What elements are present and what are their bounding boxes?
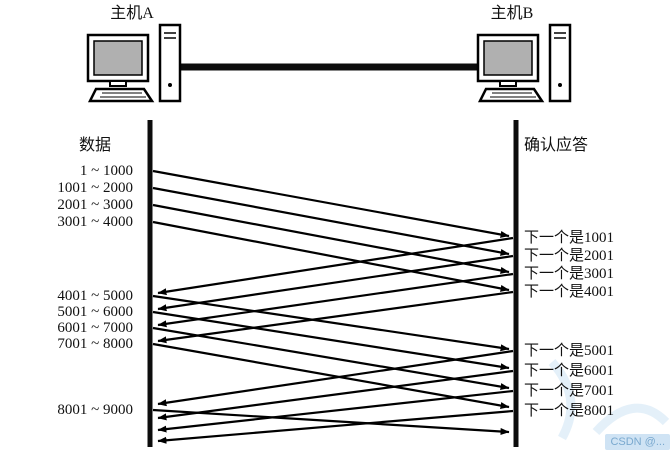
ack-arrow — [157, 272, 514, 328]
ack-arrow — [157, 290, 514, 344]
ack-arrow — [157, 389, 514, 433]
segment-label-5: 4001 ~ 5000 — [57, 288, 133, 304]
data-segment-arrow — [152, 342, 510, 409]
data-segment-arrow — [152, 408, 510, 435]
segment-label-4: 3001 ~ 4000 — [57, 214, 133, 230]
ack-arrow — [157, 369, 514, 421]
data-segment-arrow — [152, 294, 510, 352]
data-segment-arrow — [152, 326, 510, 391]
ack-label-6: 下一个是6001 — [524, 363, 615, 379]
ack-label-8: 下一个是8001 — [524, 403, 615, 419]
segment-label-7: 6001 ~ 7000 — [57, 320, 133, 336]
ack-arrow — [157, 254, 514, 312]
host-b-label: 主机B — [490, 5, 534, 22]
ack-label-3: 下一个是3001 — [524, 266, 615, 282]
data-segment-arrow — [152, 169, 510, 238]
segment-label-8: 7001 ~ 8000 — [57, 336, 133, 352]
segment-label-2: 1001 ~ 2000 — [57, 180, 133, 196]
data-segment-arrow — [152, 203, 510, 274]
host-b-computer-icon — [476, 23, 572, 103]
host-a-computer-icon — [86, 23, 182, 103]
data-segment-arrow — [152, 220, 510, 292]
ack-label-2: 下一个是2001 — [524, 248, 615, 264]
watermark-swirl — [548, 359, 576, 441]
data-segment-arrow — [152, 310, 510, 371]
ack-arrow — [157, 349, 514, 407]
ack-label-7: 下一个是7001 — [524, 383, 615, 399]
segment-label-6: 5001 ~ 6000 — [57, 304, 133, 320]
message-arrows — [152, 169, 514, 444]
segment-label-9: 8001 ~ 9000 — [57, 402, 133, 418]
watermark-swirl — [592, 403, 670, 436]
ack-arrow — [157, 409, 514, 444]
csdn-watermark: CSDN @... — [605, 434, 670, 450]
segment-label-3: 2001 ~ 3000 — [57, 197, 133, 213]
ack-label-5: 下一个是5001 — [524, 343, 615, 359]
ack-arrow — [157, 236, 514, 296]
data-column-header: 数据 — [78, 137, 111, 154]
ack-label-1: 下一个是1001 — [524, 230, 615, 246]
ack-column-header: 确认应答 — [524, 137, 589, 154]
data-segment-arrow — [152, 186, 510, 256]
segment-label-1: 1 ~ 1000 — [79, 163, 133, 179]
host-a-label: 主机A — [110, 5, 154, 22]
ack-label-4: 下一个是4001 — [524, 284, 615, 300]
